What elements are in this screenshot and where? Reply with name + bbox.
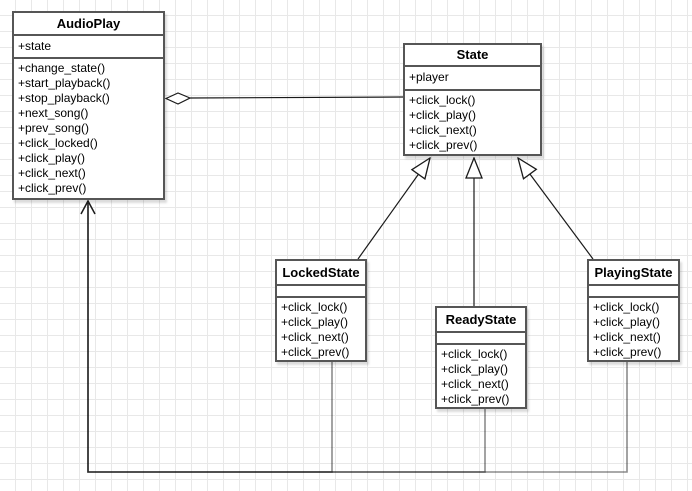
class-methods: +click_lock()+click_play()+click_next()+… xyxy=(405,91,540,154)
class-title: LockedState xyxy=(277,261,365,286)
member-text: +click_play() xyxy=(441,362,509,376)
member-text: +prev_song() xyxy=(18,121,90,135)
member-text: +click_play() xyxy=(409,108,477,122)
class-box-state: State +player +click_lock()+click_play()… xyxy=(403,43,542,156)
member-text: +click_lock() xyxy=(409,93,476,107)
class-title: PlayingState xyxy=(589,261,678,286)
member-text: +click_prev() xyxy=(281,345,350,359)
class-box-audioplay: AudioPlay +state +change_state()+start_p… xyxy=(12,11,165,200)
member-text: +click_next() xyxy=(409,123,477,137)
member-text: +click_next() xyxy=(593,330,661,344)
member-text: +click_prev() xyxy=(593,345,662,359)
class-methods: +click_lock()+click_play()+click_next()+… xyxy=(437,345,525,407)
edge-generalization-lockedstate-state xyxy=(357,158,430,260)
member-text: +stop_playback() xyxy=(18,91,110,105)
edge-association-playingstate-audioplay xyxy=(87,203,628,473)
member-text: +next_song() xyxy=(18,106,89,120)
edge-association-lockedstate-audioplay xyxy=(87,203,333,473)
member-text: +click_next() xyxy=(281,330,349,344)
aggregation-diamond-icon xyxy=(164,92,192,105)
member-text: +click_prev() xyxy=(441,392,510,406)
class-methods: +click_lock()+click_play()+click_next()+… xyxy=(277,298,365,360)
member-text: +start_playback() xyxy=(18,76,111,90)
class-box-lockedstate: LockedState +click_lock()+click_play()+c… xyxy=(275,259,367,362)
member-text: +click_next() xyxy=(18,166,86,180)
member-text: +click_prev() xyxy=(18,181,87,195)
class-title: State xyxy=(405,45,540,67)
member-text: +click_lock() xyxy=(593,300,660,314)
class-title: ReadyState xyxy=(437,308,525,333)
class-attributes: +player xyxy=(405,67,540,91)
class-attributes: +state xyxy=(14,36,163,59)
member-text: +click_lock() xyxy=(441,347,508,361)
member-text: +click_locked() xyxy=(18,136,98,150)
member-text: +click_play() xyxy=(593,315,661,329)
class-attributes xyxy=(589,286,678,298)
member-text: +player xyxy=(409,70,449,84)
class-attributes xyxy=(277,286,365,298)
class-box-readystate: ReadyState +click_lock()+click_play()+cl… xyxy=(435,306,527,409)
member-text: +click_play() xyxy=(281,315,349,329)
edge-generalization-playingstate-state xyxy=(518,158,594,260)
edge-aggregation-audioplay-state xyxy=(189,96,404,99)
member-text: +change_state() xyxy=(18,61,106,75)
member-text: +click_play() xyxy=(18,151,86,165)
edge-association-readystate-audioplay xyxy=(87,203,486,473)
member-text: +click_prev() xyxy=(409,138,478,152)
class-methods: +change_state()+start_playback()+stop_pl… xyxy=(14,59,163,198)
class-box-playingstate: PlayingState +click_lock()+click_play()+… xyxy=(587,259,680,362)
member-text: +click_next() xyxy=(441,377,509,391)
class-attributes xyxy=(437,333,525,345)
member-text: +click_lock() xyxy=(281,300,348,314)
member-text: +state xyxy=(18,39,52,53)
class-title: AudioPlay xyxy=(14,13,163,36)
open-arrowhead-icon xyxy=(80,199,96,215)
class-methods: +click_lock()+click_play()+click_next()+… xyxy=(589,298,678,360)
